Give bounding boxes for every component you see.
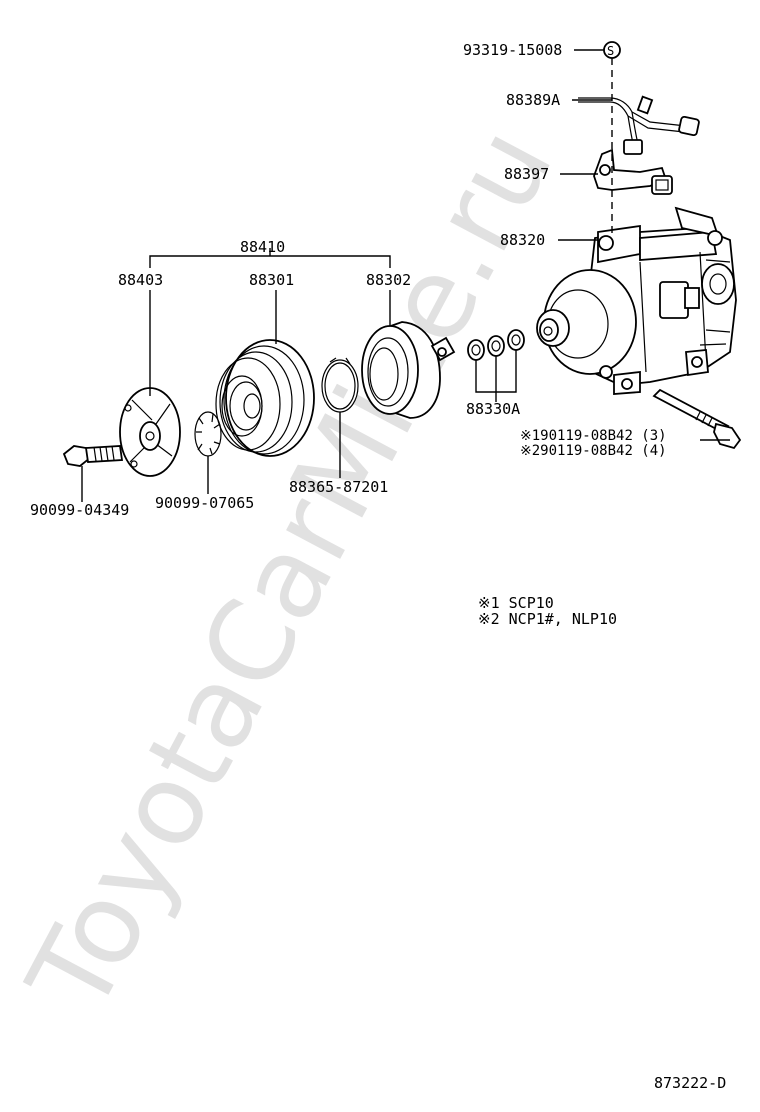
label-88302: 88302	[366, 271, 411, 289]
compressor-body	[536, 206, 737, 395]
pressure-plate	[119, 387, 181, 477]
mounting-bolt	[652, 388, 742, 450]
shim-ring	[194, 411, 222, 457]
label-190119-08b42: ※190119-08B42 (3)	[520, 428, 667, 444]
label-88301: 88301	[249, 271, 294, 289]
label-88389a: 88389A	[506, 91, 560, 109]
label-88397: 88397	[504, 165, 549, 183]
bracket	[593, 148, 673, 195]
note-scp10: ※1 SCP10	[478, 594, 554, 612]
wire-harness	[578, 95, 700, 155]
stator-coil	[361, 321, 456, 419]
label-88410: 88410	[240, 238, 285, 256]
label-88320: 88320	[500, 231, 545, 249]
label-88365-87201: 88365-87201	[289, 478, 388, 496]
diagram-id: 873222-D	[654, 1074, 726, 1092]
note-ncp1-nlp10: ※2 NCP1#, NLP10	[478, 610, 617, 628]
s-symbol: S	[607, 44, 614, 58]
watermark: ToyotaCarMine.ru	[4, 108, 579, 1034]
hub-bolt	[62, 445, 124, 467]
label-93319-15008: 93319-15008	[463, 41, 562, 59]
label-88403: 88403	[118, 271, 163, 289]
pulley	[215, 339, 315, 457]
label-88330a: 88330A	[466, 400, 520, 418]
label-90099-07065: 90099-07065	[155, 494, 254, 512]
label-90099-04349: 90099-04349	[30, 501, 129, 519]
label-290119-08b42: ※290119-08B42 (4)	[520, 443, 667, 459]
leader-lines	[81, 49, 730, 502]
